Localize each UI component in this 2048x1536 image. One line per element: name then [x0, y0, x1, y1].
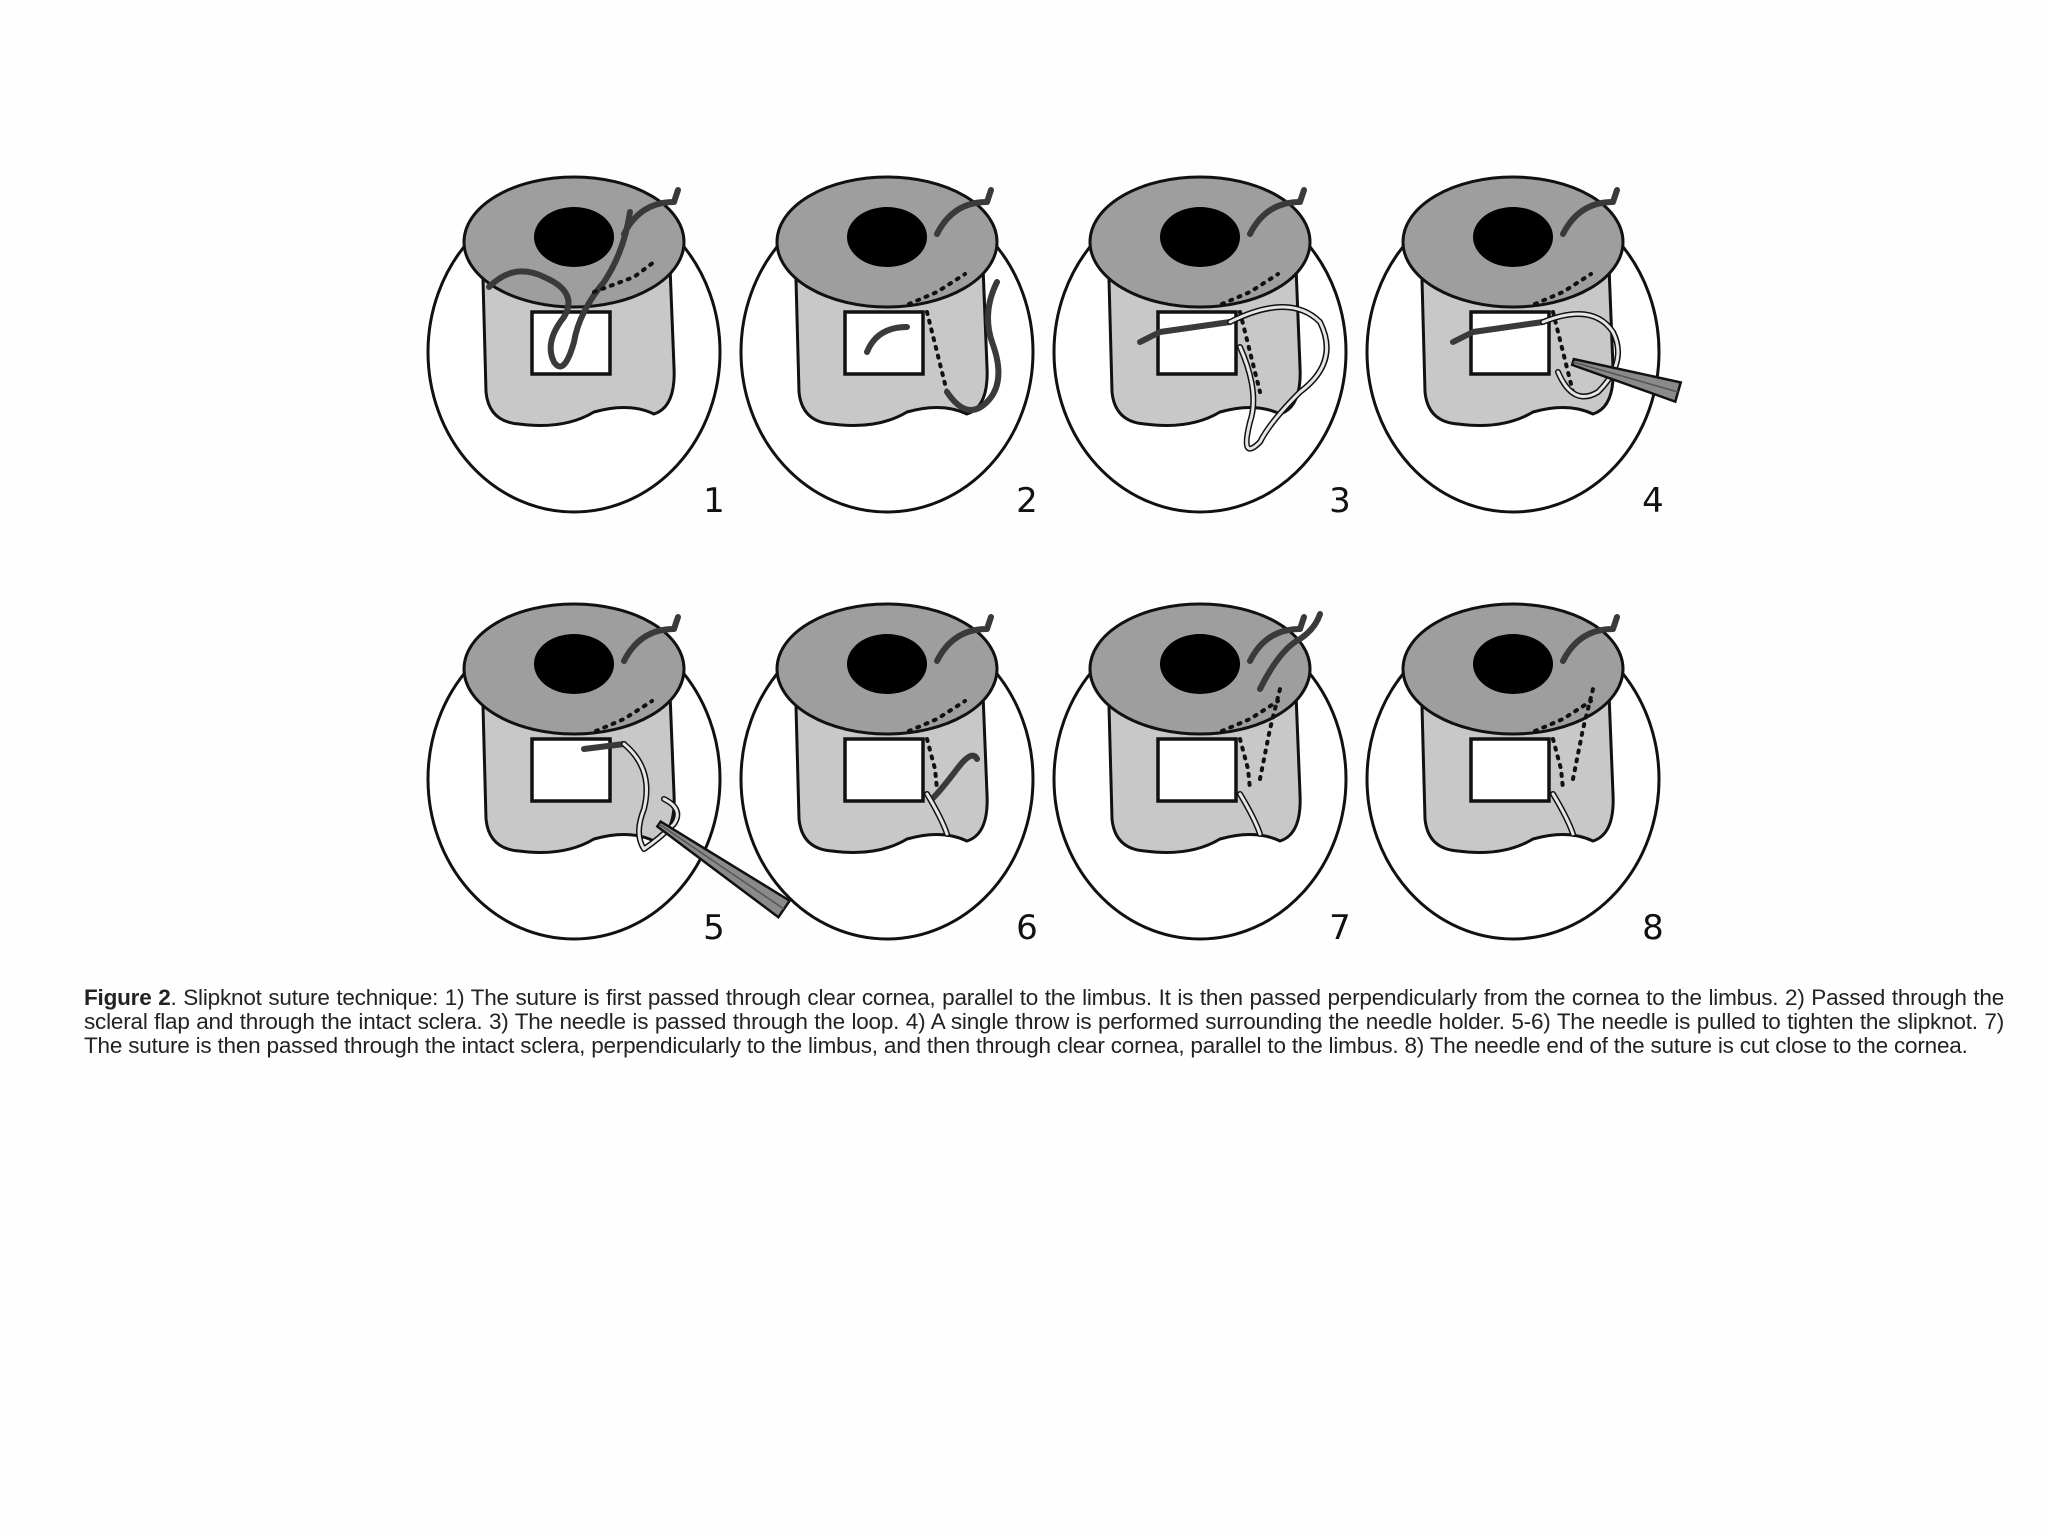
pupil: [1160, 207, 1240, 267]
panels-group: 1 2 3 4 5 6 7 8: [426, 175, 1683, 948]
suture-tail: [1560, 614, 1620, 664]
panel-number: 5: [703, 908, 725, 948]
suture-strand: [929, 752, 980, 802]
panel-7: 7: [1052, 602, 1351, 948]
caption-text: . Slipknot suture technique: 1) The sutu…: [84, 985, 2005, 1058]
suture-out: [1257, 611, 1323, 692]
suture-in-window: [864, 324, 910, 355]
pupil: [534, 634, 614, 694]
pupil: [847, 634, 927, 694]
pupil: [847, 207, 927, 267]
caption-label: Figure 2: [84, 985, 171, 1010]
suture-strand: [1137, 319, 1233, 345]
suture-tail: [1247, 187, 1307, 237]
slipknot-suture-diagram: 1 2 3 4 5 6 7 8: [426, 175, 1683, 948]
sclera-pass: [1551, 737, 1565, 791]
pupil: [1160, 634, 1240, 694]
suture-tail: [621, 614, 681, 664]
loop: [1228, 305, 1329, 451]
panel-2: 2: [739, 175, 1038, 521]
suture-tail: [934, 614, 994, 664]
suture-strand: [1450, 319, 1546, 345]
panel-number: 8: [1642, 908, 1664, 948]
pupil: [1473, 207, 1553, 267]
cornea-pass: [1533, 699, 1593, 733]
suture-strand: [486, 209, 633, 370]
cornea-pass: [594, 699, 654, 733]
panel-number: 4: [1642, 481, 1664, 521]
panel-8: 8: [1365, 602, 1664, 948]
pupil: [1473, 634, 1553, 694]
panel-5: 5: [426, 602, 792, 948]
suture-strand: [944, 279, 1002, 413]
suture-strand: [581, 741, 627, 752]
return-pass: [1571, 687, 1595, 781]
flap-window: [843, 310, 925, 376]
panel-1: 1: [426, 175, 725, 521]
panel-3: 3: [1052, 175, 1351, 521]
suture-tail: [1560, 187, 1620, 237]
panel-number: 1: [703, 481, 725, 521]
loop: [622, 742, 679, 851]
sclera-pass: [1238, 737, 1252, 791]
panel-4: 4: [1365, 175, 1683, 521]
needle-holder-jaw-line: [658, 823, 785, 910]
panel-number: 2: [1016, 481, 1038, 521]
suture-tail: [1247, 614, 1307, 664]
panel-number: 3: [1329, 481, 1351, 521]
pupil: [534, 207, 614, 267]
cornea-pass: [1533, 272, 1593, 306]
cornea-pass: [907, 272, 967, 306]
cornea-pass: [1220, 272, 1280, 306]
knot-loop: [925, 792, 949, 836]
flap-window: [843, 737, 925, 803]
suture-tail: [934, 187, 994, 237]
flap-window: [1156, 737, 1238, 803]
return-pass: [1258, 687, 1282, 781]
panel-number: 7: [1329, 908, 1351, 948]
panel-number: 6: [1016, 908, 1038, 948]
knot-loop: [1238, 792, 1262, 836]
needle-holder-jaw-line: [1572, 361, 1679, 393]
knot-loop: [1551, 792, 1575, 836]
cornea-pass: [1220, 699, 1280, 733]
sclera-pass: [925, 737, 939, 791]
loop: [1541, 312, 1620, 398]
panel-6: 6: [739, 602, 1038, 948]
cornea-pass: [907, 699, 967, 733]
flap-window: [1469, 737, 1551, 803]
figure-caption: Figure 2. Slipknot suture technique: 1) …: [84, 986, 2004, 1058]
